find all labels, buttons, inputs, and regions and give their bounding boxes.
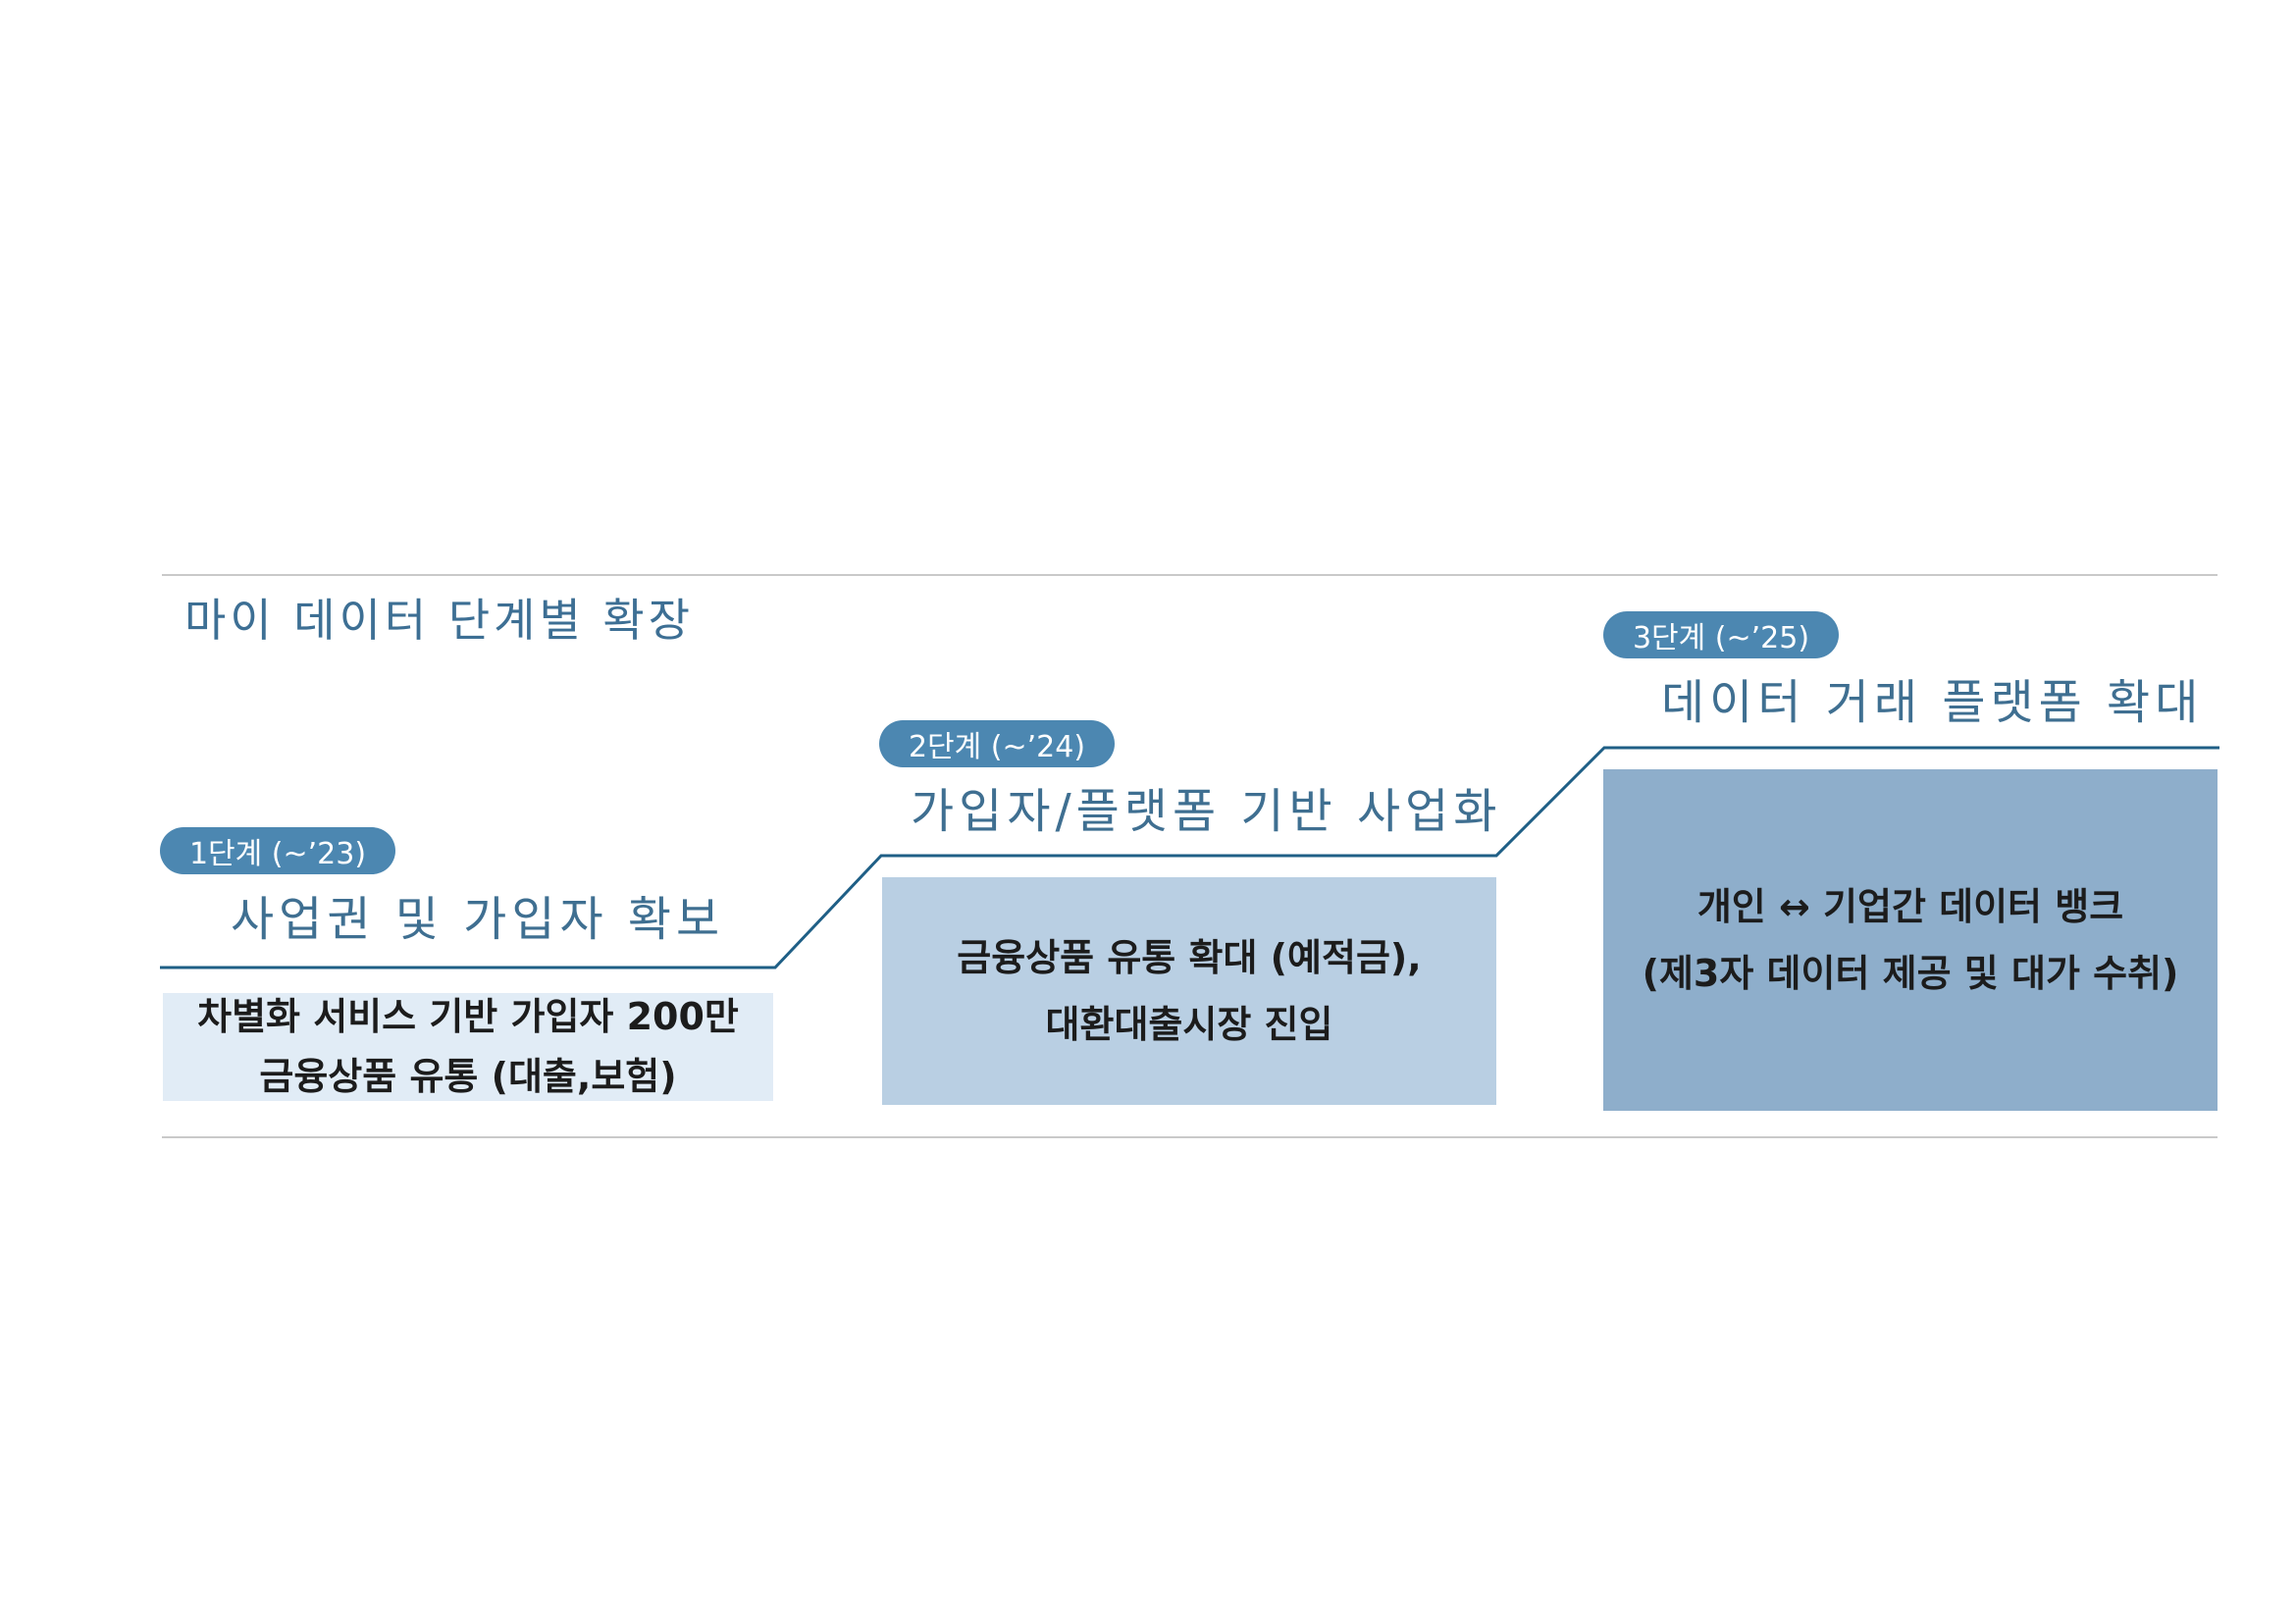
stage-1-box: 차별화 서비스 기반 가입자 200만 금융상품 유통 (대출,보험): [163, 993, 773, 1101]
bottom-border-line: [162, 1136, 2218, 1138]
stage-1-title: 사업권 및 가입자 확보: [231, 892, 725, 947]
stage-1-line-2: 금융상품 유통 (대출,보험): [259, 1055, 677, 1098]
stage-2-box: 금융상품 유통 확대 (예적금), 대환대출시장 진입: [882, 877, 1496, 1105]
stage-2-line-2: 대환대출시장 진입: [1045, 1003, 1333, 1046]
page-title: 마이 데이터 단계별 확장: [184, 594, 695, 647]
stage-3-title: 데이터 거래 플랫폼 확대: [1661, 675, 2204, 730]
stage-1-badge: 1단계 (~’23): [160, 827, 395, 874]
stage-2-line-1: 금융상품 유통 확대 (예적금),: [957, 935, 1422, 979]
stage-3-box: 개인 ↔ 기업간 데이터 뱅크 (제3자 데이터 제공 및 대가 수취): [1603, 769, 2218, 1111]
stage-2-title: 가입자/플랫폼 기반 사업화: [911, 784, 1502, 839]
stage-1-line-1: 차별화 서비스 기반 가입자 200만: [197, 995, 739, 1039]
stage-3-line-2: (제3자 데이터 제공 및 대가 수취): [1642, 952, 2179, 995]
stage-2-badge: 2단계 (~’24): [879, 720, 1115, 767]
top-border-line: [162, 574, 2218, 576]
stage-3-line-1: 개인 ↔ 기업간 데이터 뱅크: [1696, 884, 2124, 928]
stage-3-badge: 3단계 (~’25): [1603, 611, 1839, 658]
